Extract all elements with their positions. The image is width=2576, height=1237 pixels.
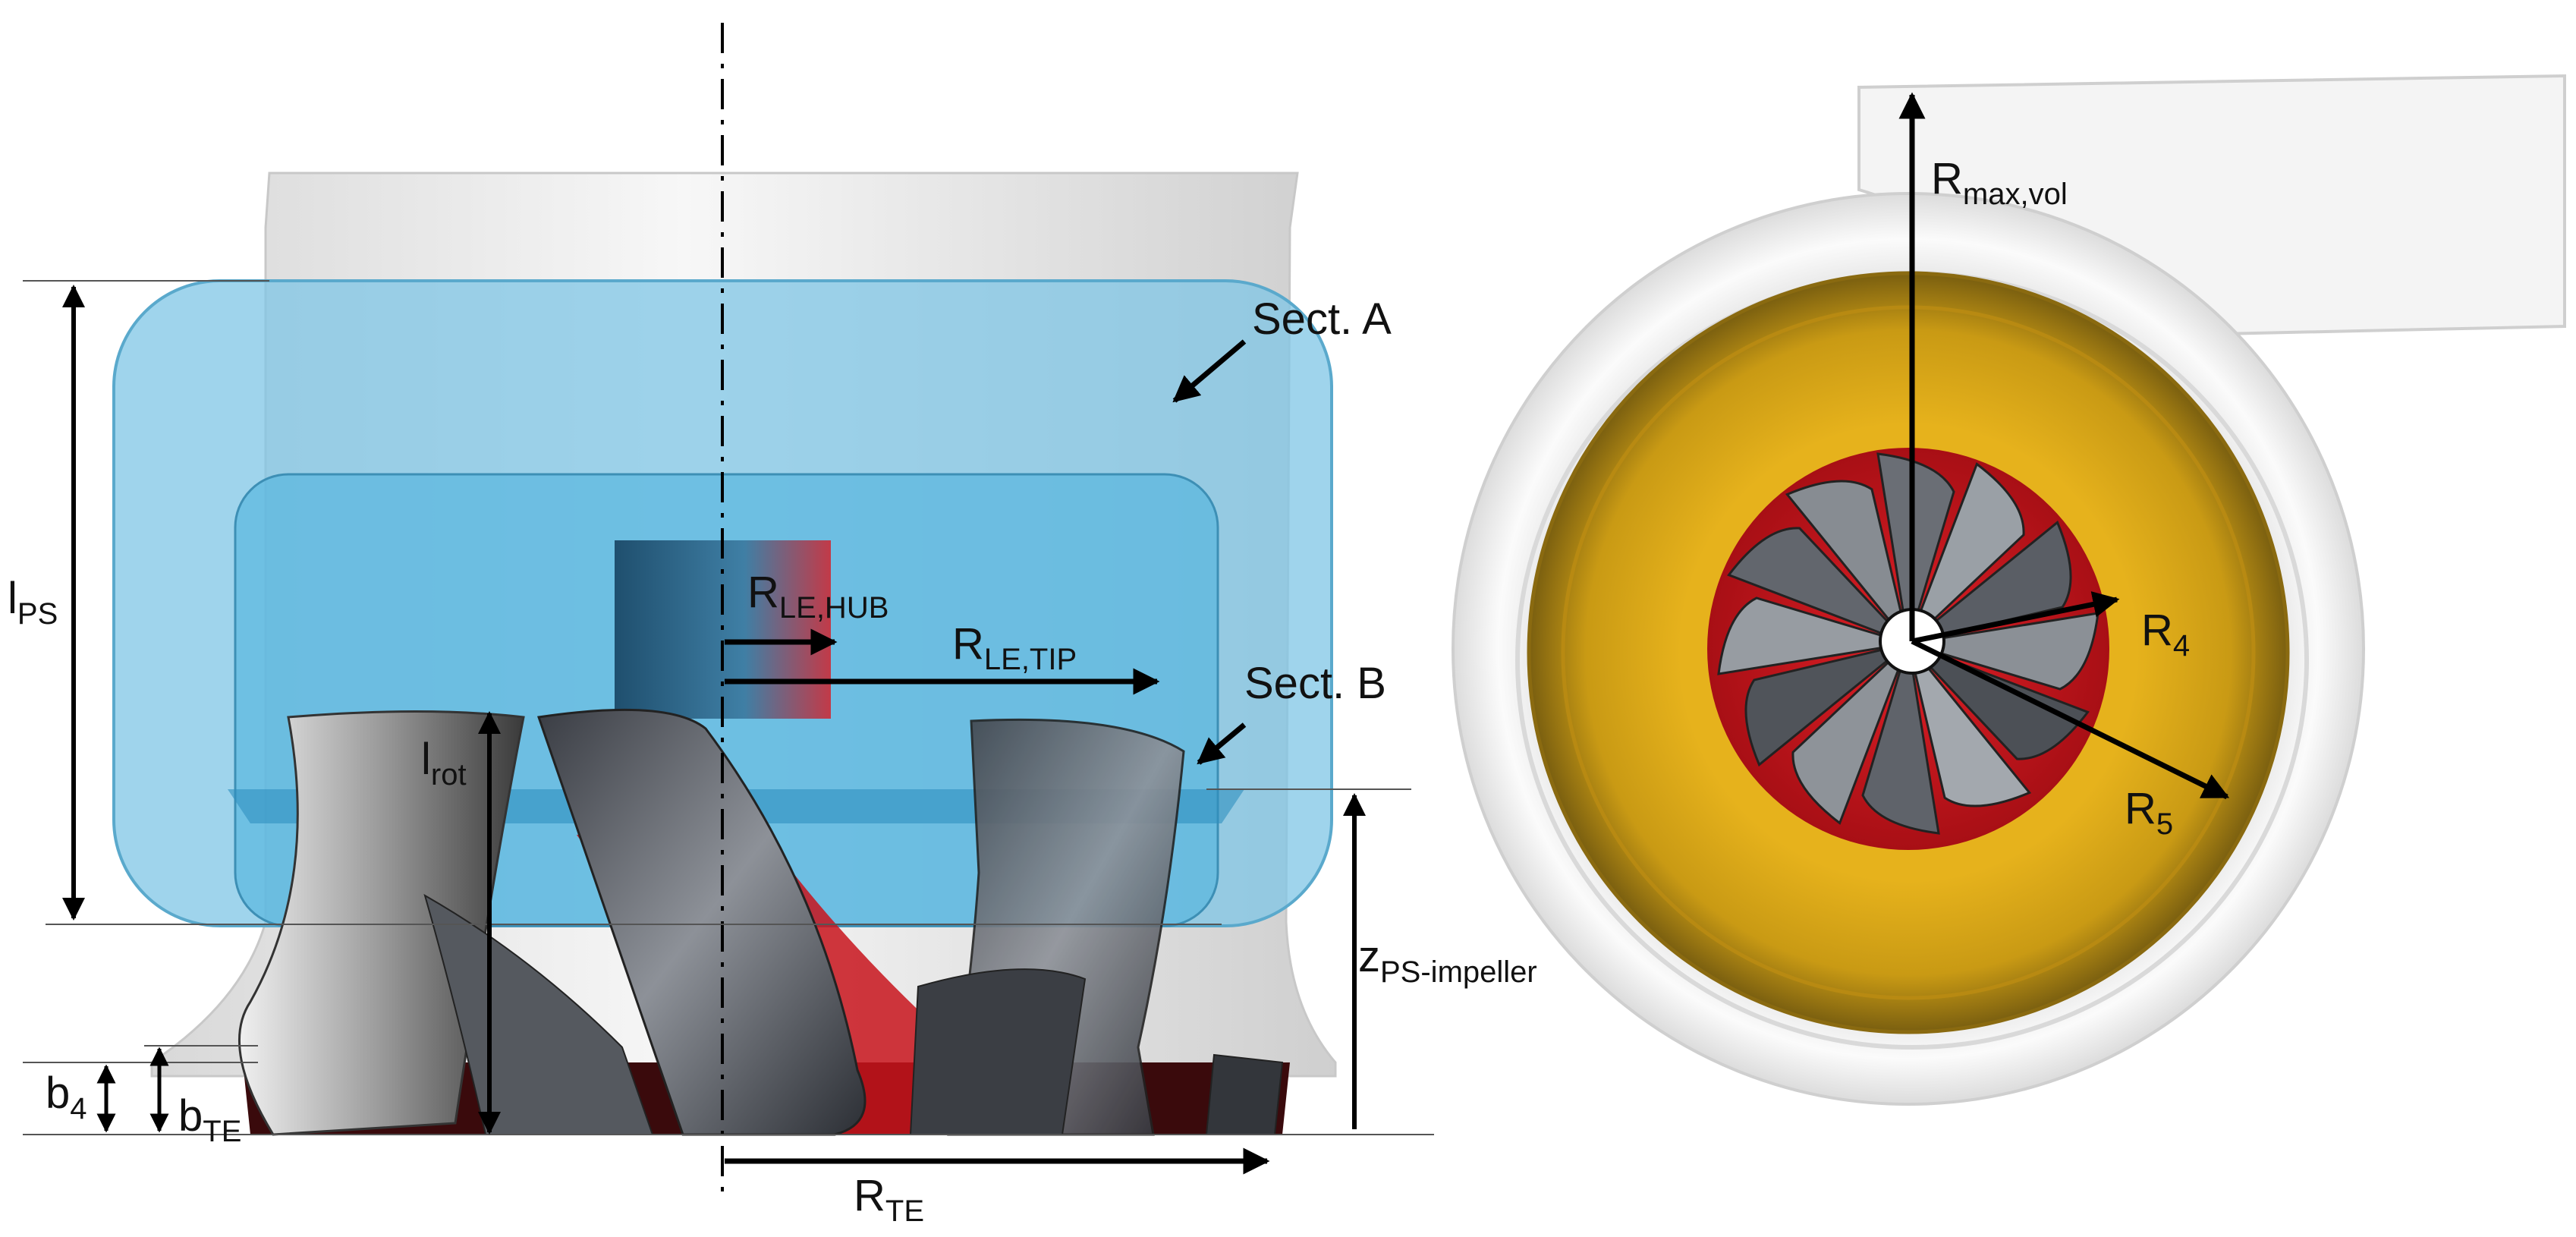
blade (1727, 527, 1910, 645)
dim-r4-arrow (1911, 591, 2120, 644)
label-r-max-vol: Rmax,vol (1931, 154, 2068, 211)
label-z-ps-impeller: zPS-impeller (1358, 932, 1537, 989)
label-r-te: RTE (854, 1171, 924, 1228)
label-b-te: bTE (178, 1091, 241, 1148)
sect-b-pointer (1197, 722, 1247, 765)
blade (1908, 520, 2072, 645)
blade (1861, 643, 1940, 835)
blade (1907, 642, 2090, 760)
rotor-disc-rim (1561, 305, 2256, 1000)
front-view: Rmax,vol R4 R5 (1452, 74, 2566, 1106)
blade (1908, 612, 2099, 691)
label-sect-b: Sect. B (1244, 659, 1386, 708)
side-view: Sect. A Sect. B lPS lrot RLE,HUB RLE,TIP… (8, 23, 1537, 1228)
label-b4: b4 (46, 1069, 87, 1125)
impeller-blade (238, 710, 525, 1136)
sect-a-pointer (1172, 339, 1247, 403)
label-sect-a: Sect. A (1252, 294, 1392, 344)
impeller-blade (1205, 1053, 1284, 1135)
label-r4: R4 (2141, 606, 2190, 663)
blade (1785, 480, 1910, 644)
impeller-blade (909, 968, 1087, 1135)
label-l-rot: lrot (421, 735, 467, 792)
impeller-blades (1717, 452, 2099, 835)
label-l-ps: lPS (8, 574, 58, 631)
label-r-le-tip: RLE,TIP (952, 619, 1077, 676)
label-r-le-hub: RLE,HUB (747, 568, 889, 625)
blade (1876, 452, 1955, 644)
blade (1744, 642, 1909, 767)
dim-r5-arrow (1911, 638, 2230, 800)
blade (1791, 642, 1910, 825)
blade (1907, 462, 2025, 645)
blade (1717, 596, 1909, 675)
label-r5: R5 (2125, 784, 2173, 841)
blade (1907, 643, 2032, 807)
impeller-blade (536, 708, 867, 1136)
